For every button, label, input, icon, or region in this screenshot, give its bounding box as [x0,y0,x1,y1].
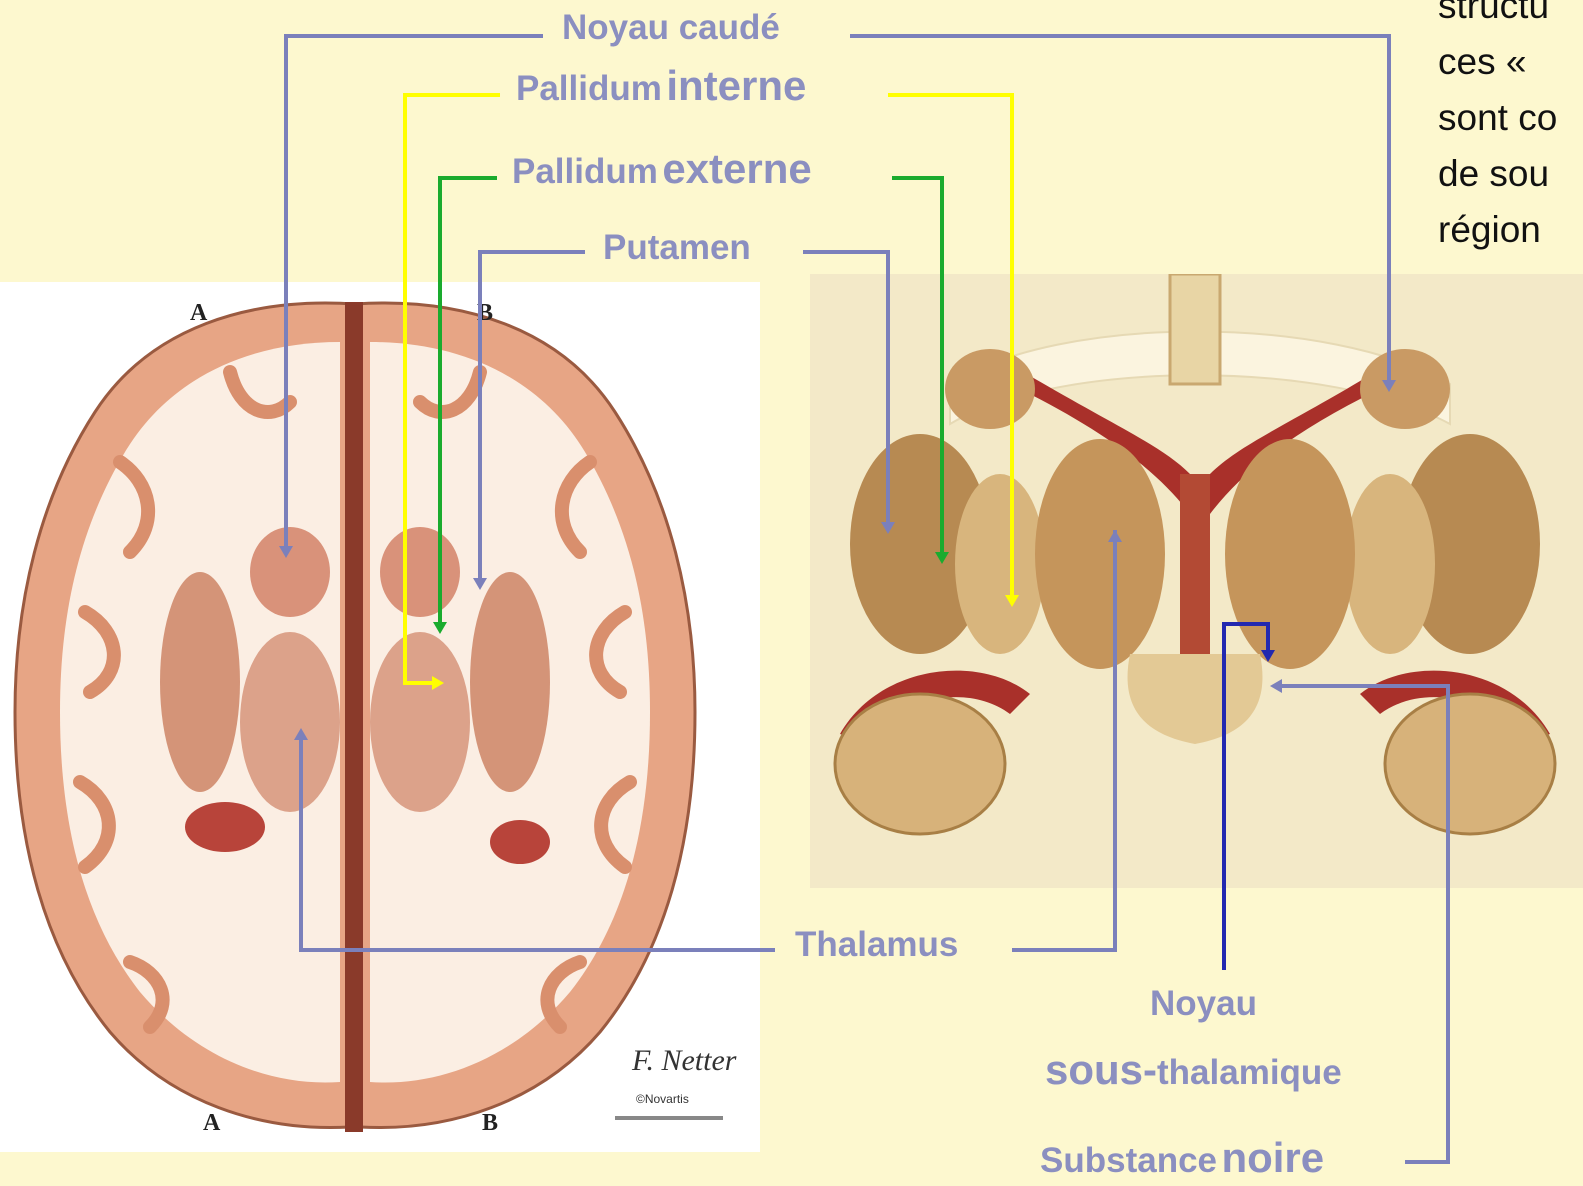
label-sous-thalamique-b: thalamique [1157,1053,1342,1092]
right-text-line-4: région [1438,206,1541,253]
label-pallidum-interne: Pallidum interne [516,62,806,110]
label-putamen: Putamen [603,228,751,268]
label-noyau-line1: Noyau [1150,984,1257,1024]
label-substance-noire-b: noire [1221,1134,1324,1181]
label-sous-thalamique-a: sous- [1045,1046,1157,1093]
thalamus-leader [301,530,1115,950]
label-putamen-text: Putamen [603,228,751,267]
putamen-leader [480,252,888,578]
label-noyau-line1-text: Noyau [1150,984,1257,1023]
label-pallidum-interne-a: Pallidum [516,69,662,108]
right-text-line-2: sont co [1438,94,1557,141]
caudate-leader [286,36,1389,546]
label-substance-noire-a: Substance [1040,1141,1217,1180]
right-text-line-0: structu [1438,0,1549,29]
label-pallidum-externe: Pallidum externe [512,145,812,193]
right-text-line-1: ces « [1438,38,1526,85]
label-thalamus-text: Thalamus [795,925,958,964]
label-pallidum-interne-b: interne [666,62,806,109]
label-noyau-caude: Noyau caudé [562,8,780,48]
right-text-line-3: de sou [1438,150,1549,197]
label-pallidum-externe-b: externe [662,145,811,192]
label-thalamus: Thalamus [795,925,958,965]
label-noyau-caude-text: Noyau caudé [562,8,780,47]
label-sous-thalamique: sous-thalamique [1045,1046,1342,1094]
label-pallidum-externe-a: Pallidum [512,152,658,191]
label-substance-noire: Substance noire [1040,1134,1324,1182]
stn-leader [1224,624,1268,970]
